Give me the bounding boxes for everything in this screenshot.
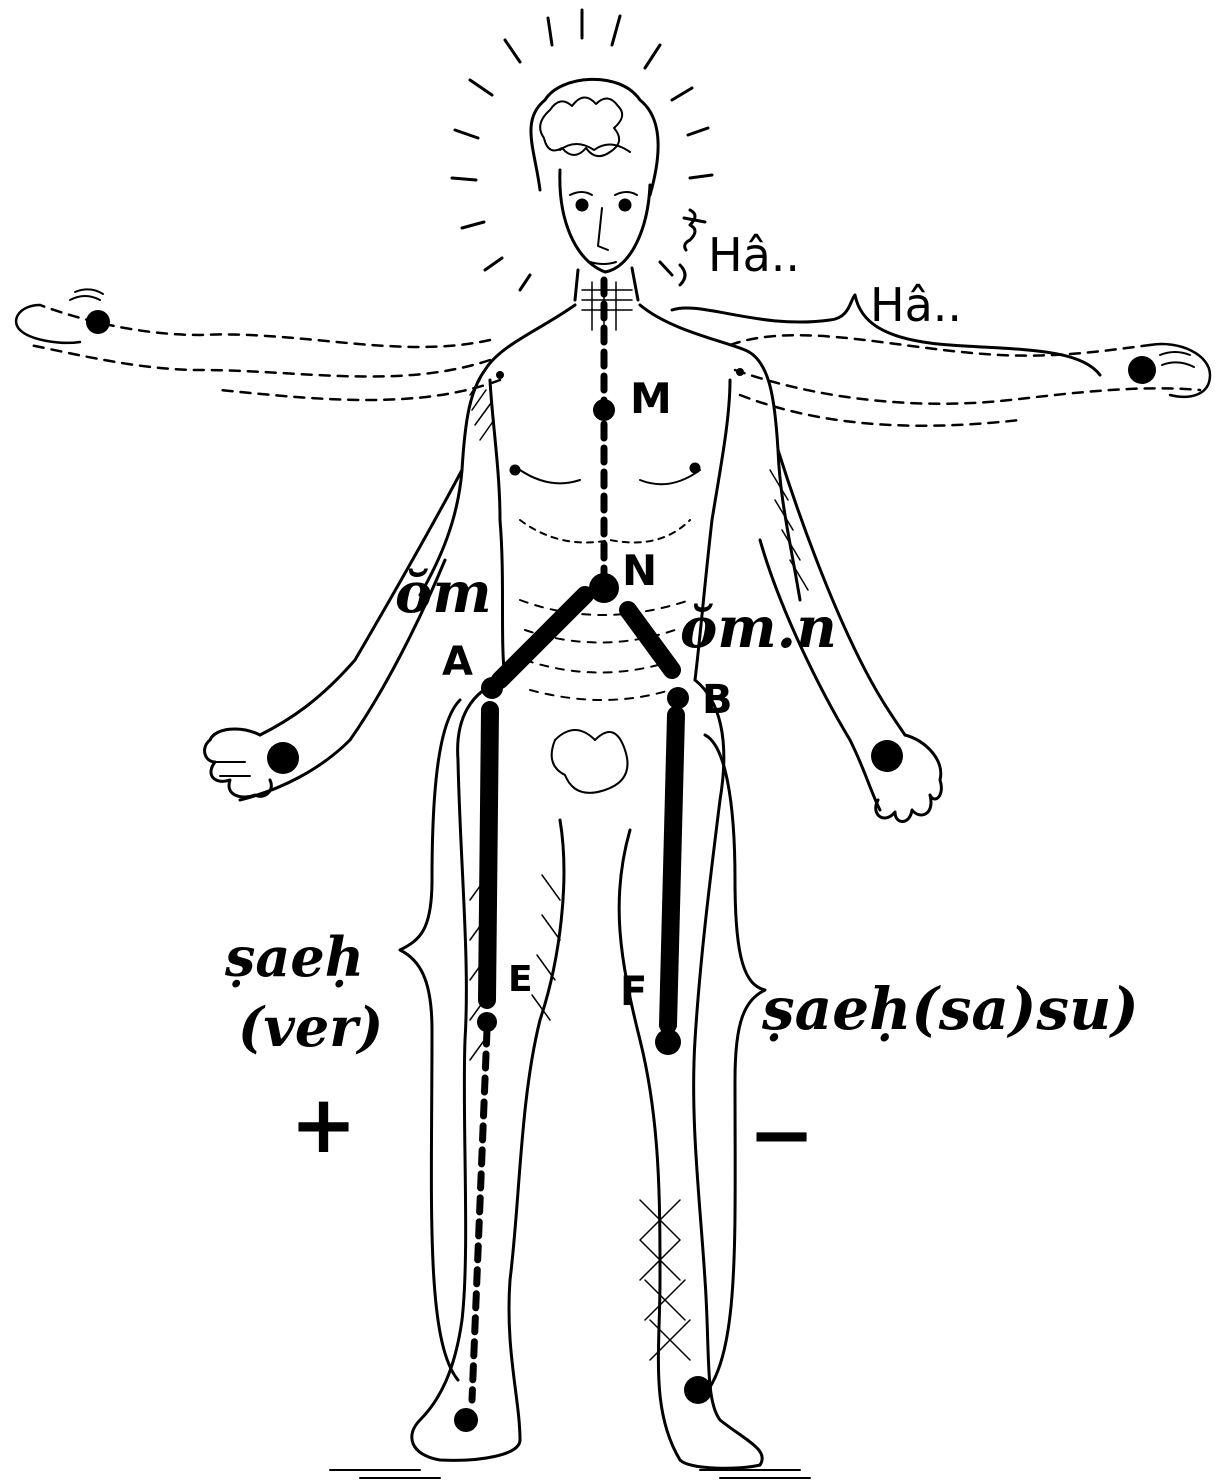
label-point-a: A	[442, 642, 473, 682]
label-sach-left: ṣaeḥ	[225, 930, 364, 984]
label-ha-near: Hâ..	[708, 232, 800, 278]
label-point-b: B	[702, 680, 733, 720]
label-ha-far: Hâ..	[870, 282, 962, 328]
right-brace	[700, 735, 765, 1400]
label-point-m: M	[630, 378, 672, 420]
label-point-e: E	[508, 962, 533, 998]
head	[531, 79, 658, 330]
legs	[330, 680, 810, 1478]
label-ver: (ver)	[238, 1000, 383, 1054]
astral-hands	[16, 289, 1210, 396]
astral-arms	[30, 305, 1200, 426]
label-minus: −	[748, 1095, 815, 1175]
label-point-f: F	[620, 972, 647, 1012]
left-brace	[400, 700, 460, 1380]
label-plus: +	[290, 1085, 357, 1165]
halo-rays	[452, 10, 712, 290]
label-sach-right: ṣaeḥ(sa)su)	[762, 980, 1139, 1038]
left-arm	[205, 470, 462, 800]
label-om-right: ŏm.n	[680, 600, 837, 656]
label-om-left: ŏm	[395, 565, 492, 621]
label-point-n: N	[622, 550, 657, 592]
